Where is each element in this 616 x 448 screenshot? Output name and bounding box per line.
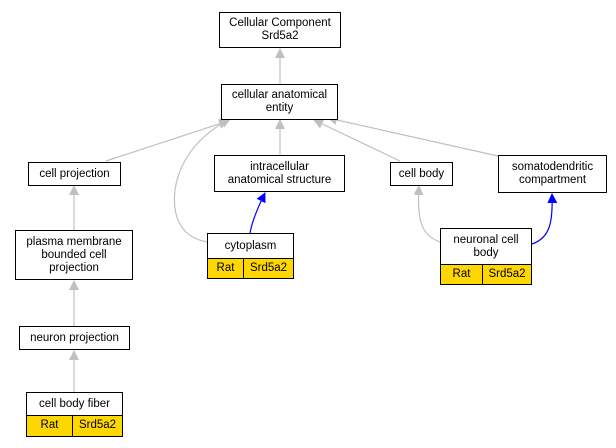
node-label-line: Srd5a2 xyxy=(261,30,299,42)
node-label-line: cell projection xyxy=(39,167,110,180)
node-label-line: neuron projection xyxy=(30,331,119,344)
cell-body-fiber-annotation-row: Rat Srd5a2 xyxy=(26,415,123,437)
species-badge: Rat xyxy=(26,415,73,437)
node-label-line: bounded cell xyxy=(41,248,107,261)
node-label-line: anatomical structure xyxy=(227,173,332,186)
node-somatodendritic-compartment[interactable]: somatodendritic compartment xyxy=(498,155,607,193)
node-cellular-anatomical-entity[interactable]: cellular anatomical entity xyxy=(221,84,338,120)
edge-ncb-to-somato xyxy=(531,193,558,245)
node-label-line: neuronal cell xyxy=(453,233,519,246)
edge-ncb-to-cellbody xyxy=(413,185,441,243)
gene-badge: Srd5a2 xyxy=(73,415,123,437)
node-neuronal-cell-body[interactable]: neuronal cell body xyxy=(440,228,532,265)
node-intracellular-anatomical-structure[interactable]: intracellular anatomical structure xyxy=(214,155,345,192)
node-label-line: entity xyxy=(265,102,294,114)
node-label-line: cell body xyxy=(398,167,445,180)
node-label-line: somatodendritic xyxy=(511,161,594,173)
node-label-line: body xyxy=(473,246,499,259)
gene-badge: Srd5a2 xyxy=(483,264,532,285)
node-label-line: Cellular Component xyxy=(229,17,331,29)
species-badge: Rat xyxy=(207,258,244,279)
neuronal-cell-body-annotation-row: Rat Srd5a2 xyxy=(440,264,532,285)
node-cytoplasm[interactable]: cytoplasm xyxy=(207,233,294,259)
edge-cellproj-to-cae xyxy=(105,119,229,162)
gene-badge: Srd5a2 xyxy=(244,258,294,279)
cytoplasm-annotation-row: Rat Srd5a2 xyxy=(207,258,294,279)
node-label-line: cytoplasm xyxy=(224,239,277,252)
node-label-line: cell body fiber xyxy=(39,397,110,410)
node-cellular-component-root[interactable]: Cellular Component Srd5a2 xyxy=(219,12,341,48)
edge-cellbody-to-cae xyxy=(313,119,401,162)
node-label-line: cellular anatomical xyxy=(231,89,328,101)
node-label-line: projection xyxy=(49,261,99,274)
node-cell-projection[interactable]: cell projection xyxy=(28,162,121,186)
node-label-line: intracellular xyxy=(250,160,309,173)
node-label-line: plasma membrane xyxy=(26,235,122,248)
edge-cytoplasm-to-cae xyxy=(173,118,231,243)
node-neuron-projection[interactable]: neuron projection xyxy=(19,326,130,350)
species-badge: Rat xyxy=(440,264,483,285)
node-label-line: compartment xyxy=(518,174,587,186)
node-plasma-membrane-bounded-cell-projection[interactable]: plasma membrane bounded cell projection xyxy=(15,230,133,280)
edge-somato-to-cae xyxy=(327,115,499,157)
node-cell-body[interactable]: cell body xyxy=(390,162,453,186)
node-cell-body-fiber[interactable]: cell body fiber xyxy=(26,392,123,416)
edge-cytoplasm-to-ias xyxy=(249,192,266,234)
